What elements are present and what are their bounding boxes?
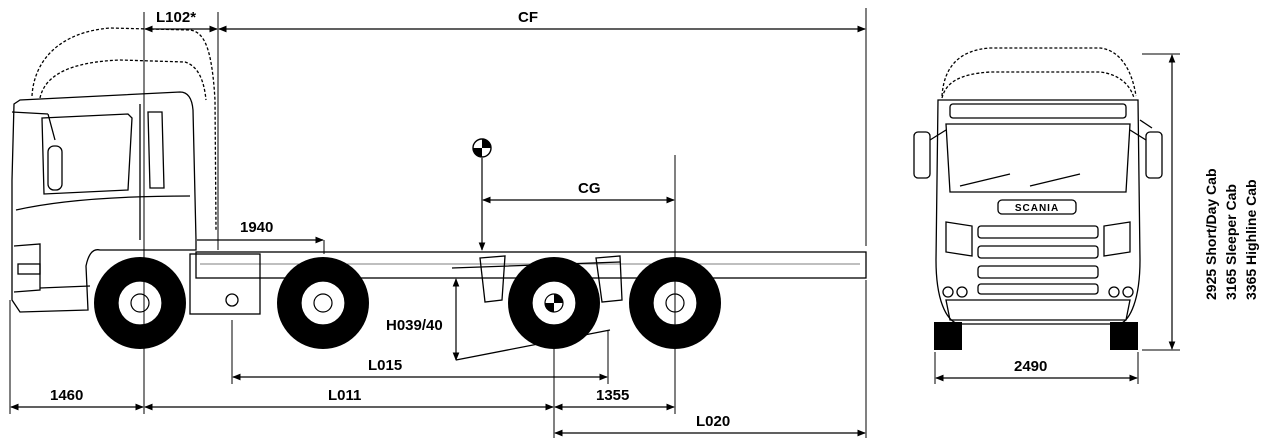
- reference-lines: [9, 8, 867, 438]
- front-left-mirror: [913, 131, 931, 179]
- mirror-arm: [11, 111, 56, 141]
- dimension-lines: [10, 25, 866, 437]
- fog-lamp-left-2: [956, 286, 968, 298]
- short-day-cab-height-label: 2925 Short/Day Cab: [1203, 169, 1219, 301]
- cab-windshield: [41, 113, 133, 195]
- front-wheel: [94, 257, 186, 349]
- front-left-headlamp: [945, 221, 973, 257]
- front-right-mirror: [1145, 131, 1163, 179]
- cg-label: CG: [578, 180, 601, 197]
- l102-label: L102*: [156, 9, 196, 26]
- front-right-tyre: [1110, 322, 1138, 350]
- grille-bar-3: [977, 265, 1099, 279]
- grille-bar-1: [977, 225, 1099, 239]
- front-bumper: [945, 299, 1131, 321]
- fog-lamp-left-1: [942, 286, 954, 298]
- step: [39, 285, 91, 289]
- front-windshield: [945, 123, 1131, 193]
- front-right-headlamp: [1103, 221, 1131, 257]
- fender: [189, 253, 261, 315]
- front-tyres: [934, 322, 1138, 350]
- fog-lamp-right-1: [1108, 286, 1120, 298]
- l011-label: L011: [328, 387, 361, 404]
- front-sleeper-outline: [941, 71, 1135, 99]
- fuel-cap: [225, 293, 239, 307]
- cab-side-window: [147, 111, 165, 189]
- h039-label: H039/40: [386, 317, 443, 334]
- cab-outline: [11, 91, 197, 313]
- fog-lamp-right-2: [1122, 286, 1134, 298]
- headlamp: [17, 263, 41, 275]
- front-wiper: [959, 173, 1081, 187]
- l020-label: L020: [696, 413, 730, 430]
- front-brand-label: SCANIA: [1015, 203, 1059, 214]
- front-view: [913, 47, 1163, 325]
- highline-cab-height-label: 3365 Highline Cab: [1243, 179, 1259, 300]
- front-highline-outline: [941, 47, 1137, 97]
- d1940-label: 1940: [240, 219, 273, 236]
- sleeper-roof-outline: [39, 59, 207, 101]
- l015-label: L015: [368, 357, 402, 374]
- driven-axle-wheel: [508, 257, 600, 349]
- cab-belt-line: [15, 195, 191, 211]
- mirror: [47, 145, 63, 191]
- front-mirror-arms: [929, 119, 1153, 141]
- d1355-label: 1355: [596, 387, 629, 404]
- grille-bar-4: [977, 283, 1099, 295]
- cf-label: CF: [518, 9, 538, 26]
- width-label: 2490: [1014, 358, 1047, 375]
- second-front-wheel: [277, 257, 369, 349]
- d1460-label: 1460: [50, 387, 83, 404]
- center-of-gravity-icon: [472, 138, 492, 251]
- rear-spring-bracket: [595, 255, 623, 303]
- sleeper-cab-height-label: 3165 Sleeper Cab: [1223, 184, 1239, 300]
- grille-bar-2: [977, 245, 1099, 259]
- brand-badge: [997, 199, 1077, 215]
- front-left-tyre: [934, 322, 962, 350]
- front-roof-lights: [949, 103, 1127, 119]
- wheels: [94, 257, 721, 349]
- highline-roof-outline: [31, 27, 217, 231]
- front-spring-bracket: [479, 255, 506, 303]
